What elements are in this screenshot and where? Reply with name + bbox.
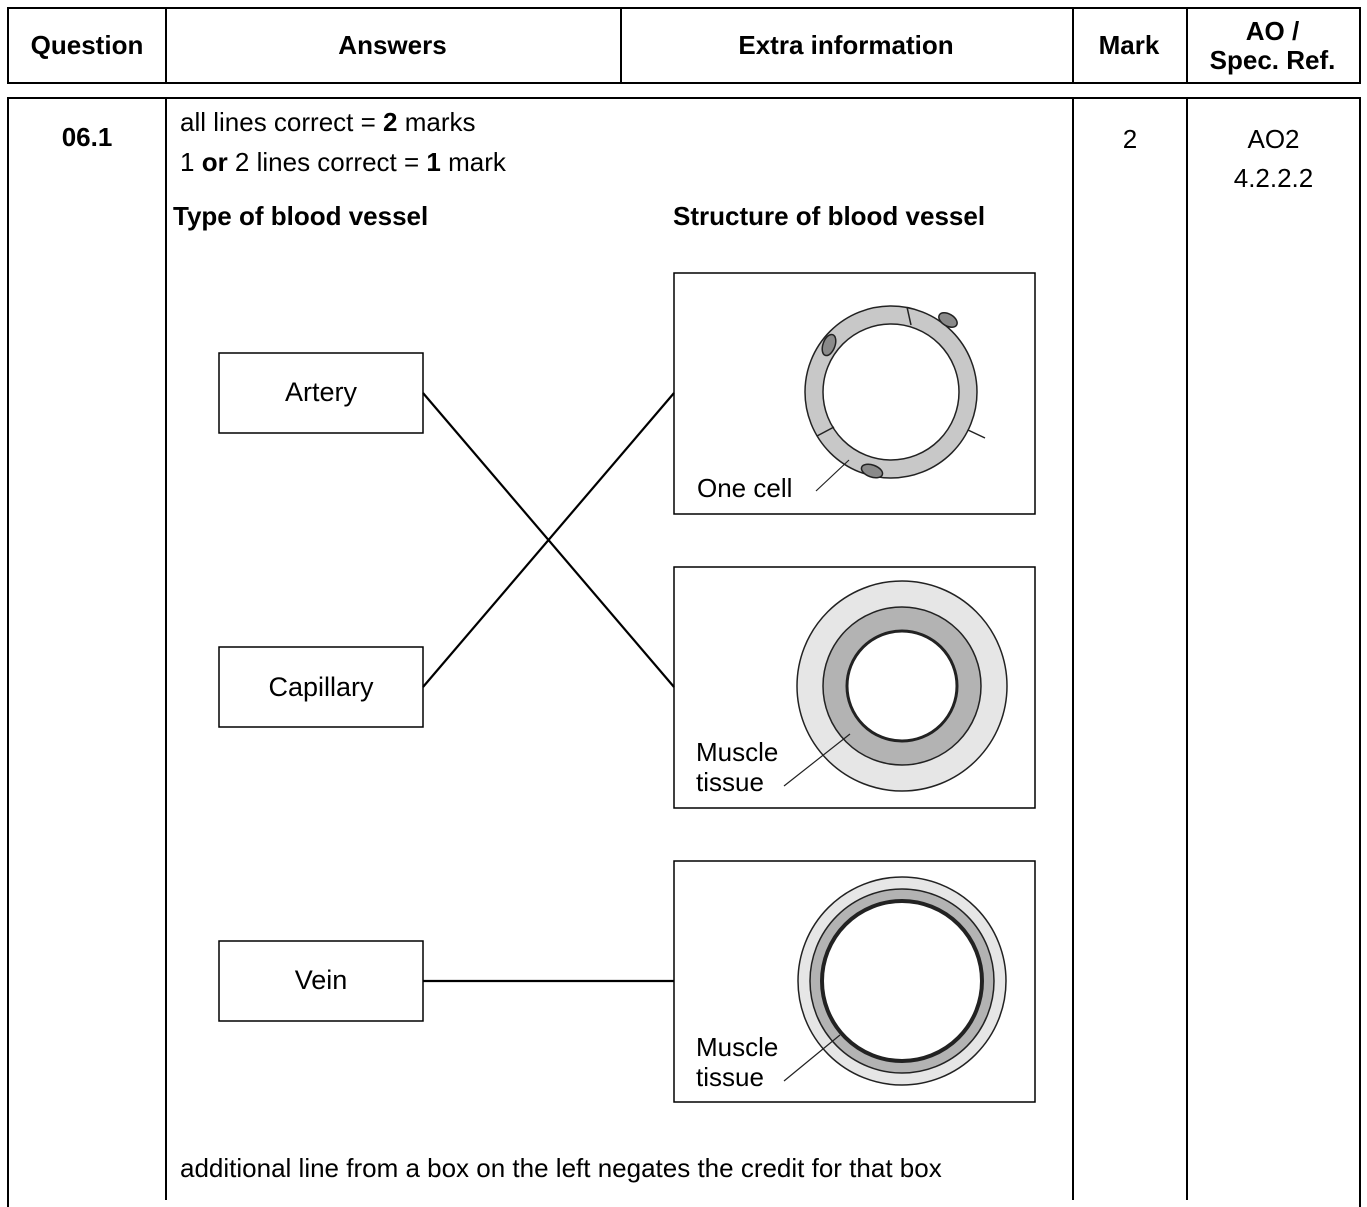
header-ao-spec-ref: AO / Spec. Ref.: [1186, 7, 1361, 84]
marking-rule-all-correct: all lines correct = 2 marks: [180, 107, 476, 137]
structure-box-vein: Muscle tissue: [673, 860, 1036, 1103]
header-mark: Mark: [1072, 7, 1188, 84]
type-label-artery: Artery: [285, 377, 358, 407]
label-one-cell: One cell: [697, 473, 792, 503]
header-question: Question: [7, 7, 167, 84]
column-divider-mark: [1072, 97, 1074, 1200]
column-divider-ao: [1186, 97, 1188, 1200]
right-heading: Structure of blood vessel: [673, 201, 985, 231]
marking-rule-partial: 1 or 2 lines correct = 1 mark: [180, 147, 506, 177]
type-box-artery: Artery: [218, 352, 424, 434]
label-muscle-artery-1: Muscle: [696, 737, 778, 767]
structure-box-artery: Muscle tissue: [673, 566, 1036, 809]
label-muscle-artery-2: tissue: [696, 767, 764, 797]
type-label-capillary: Capillary: [268, 672, 374, 702]
nucleus: [821, 333, 837, 357]
question-number: 06.1: [61, 122, 113, 152]
structure-box-capillary: One cell: [673, 272, 1036, 515]
label-muscle-vein-1: Muscle: [696, 1032, 778, 1062]
spec-ref-value: 4.2.2.2: [1233, 163, 1314, 193]
header-answers: Answers: [165, 7, 622, 84]
header-extra-information: Extra information: [620, 7, 1074, 84]
type-label-vein: Vein: [295, 965, 348, 995]
column-divider-answers: [165, 97, 167, 1200]
type-box-capillary: Capillary: [218, 646, 424, 728]
type-box-vein: Vein: [218, 940, 424, 1022]
nucleus: [938, 312, 958, 328]
mark-value: 2: [1122, 124, 1138, 154]
match-line-capillary: [422, 392, 675, 688]
label-muscle-vein-2: tissue: [696, 1062, 764, 1092]
nucleus: [860, 463, 884, 479]
additional-line-note: additional line from a box on the left n…: [180, 1153, 942, 1183]
body-row: [7, 97, 1361, 1207]
ao-value: AO2: [1247, 124, 1300, 154]
left-heading: Type of blood vessel: [173, 201, 428, 231]
